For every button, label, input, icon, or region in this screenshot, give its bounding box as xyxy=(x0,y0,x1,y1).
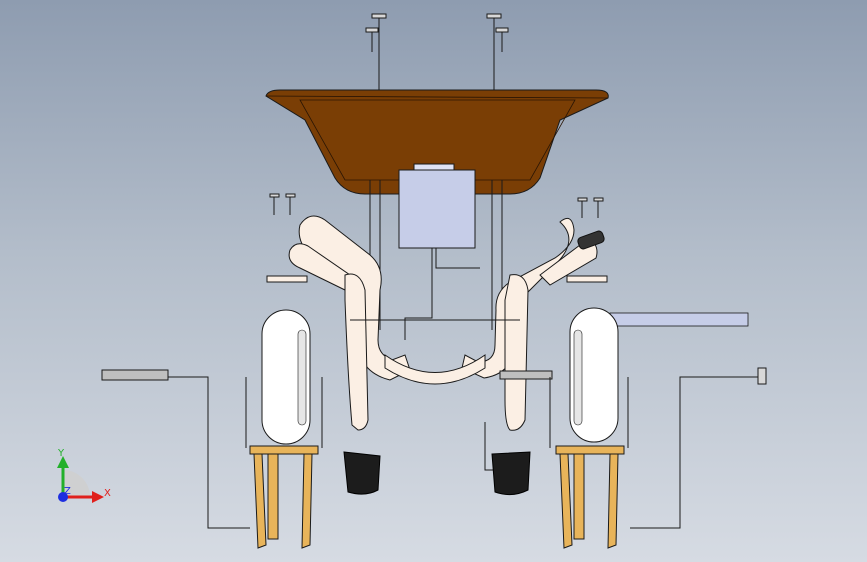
x-axis-label: X xyxy=(104,488,111,499)
axis-triad: Y X Z xyxy=(57,448,111,503)
grip-right[interactable] xyxy=(491,451,531,496)
z-axis-dot xyxy=(58,492,68,502)
handle-bar[interactable] xyxy=(609,312,749,327)
tray[interactable] xyxy=(265,89,609,195)
axle-connector xyxy=(350,319,520,385)
guide-lines xyxy=(245,377,629,471)
y-axis-label: Y xyxy=(57,448,65,459)
axle-pin-left xyxy=(101,369,250,529)
side-bolts xyxy=(269,193,604,218)
wheel-right[interactable] xyxy=(569,307,619,443)
grip-left[interactable] xyxy=(343,451,381,495)
leg-left[interactable] xyxy=(249,445,319,549)
wheel-left[interactable] xyxy=(261,309,311,445)
z-axis-label: Z xyxy=(64,486,71,497)
center-bracket[interactable] xyxy=(398,163,480,340)
axle-pin-right xyxy=(499,367,767,529)
spring xyxy=(577,230,605,250)
leg-right[interactable] xyxy=(555,445,625,549)
frame-right[interactable] xyxy=(461,217,608,431)
top-bolts xyxy=(365,13,509,95)
